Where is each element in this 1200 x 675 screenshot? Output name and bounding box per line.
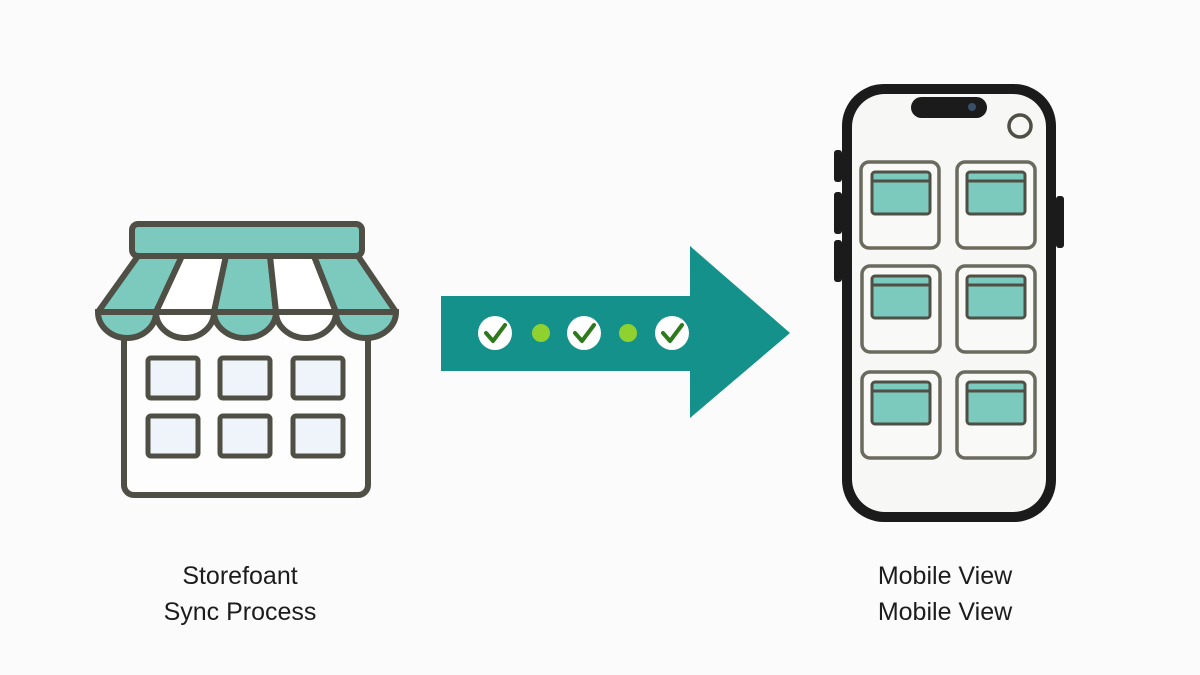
- store-window: [145, 355, 201, 401]
- product-card-grid: [859, 160, 1037, 460]
- storefront-caption-line2: Sync Process: [163, 598, 317, 626]
- storefront-caption: Storefoant Sync Process: [110, 558, 370, 630]
- awning-scallops: [94, 309, 400, 341]
- awning-scallop: [210, 309, 280, 341]
- camera-icon: [968, 103, 976, 111]
- mobile-caption-line1: Mobile View: [877, 562, 1013, 590]
- mobile-caption: Mobile View Mobile View: [815, 558, 1075, 630]
- phone-side-button: [834, 240, 842, 282]
- storefront-caption-line1: Storefoant: [182, 562, 298, 590]
- progress-dot: [619, 324, 637, 342]
- product-card: [955, 264, 1037, 354]
- status-circle-icon: [1007, 113, 1033, 139]
- check-icon: [655, 316, 689, 350]
- awning-scallop: [94, 309, 160, 341]
- phone-side-button: [834, 150, 842, 182]
- store-windows: [145, 355, 346, 459]
- storefront-icon: [94, 221, 400, 498]
- store-window: [217, 413, 273, 459]
- product-card: [859, 160, 941, 250]
- phone-side-button: [1056, 196, 1064, 248]
- mobile-caption-line2: Mobile View: [877, 598, 1013, 626]
- arrow-shape: [441, 246, 790, 418]
- progress-dot: [532, 324, 550, 342]
- phone-notch: [911, 97, 987, 118]
- awning-top-bar: [129, 221, 365, 259]
- awning-scallop: [152, 309, 218, 341]
- phone-side-button: [834, 192, 842, 234]
- store-window: [290, 413, 346, 459]
- product-card: [860, 264, 942, 354]
- awning-scallop: [272, 309, 340, 341]
- store-window: [217, 355, 273, 401]
- product-card: [955, 370, 1037, 460]
- store-window: [290, 355, 346, 401]
- product-card: [860, 370, 942, 460]
- awning-stripe: [211, 253, 279, 315]
- awning-scallop: [332, 309, 400, 341]
- product-card: [955, 160, 1037, 250]
- check-icon: [567, 316, 601, 350]
- sync-arrow-icon: [441, 246, 790, 418]
- check-icon: [478, 316, 512, 350]
- store-window: [145, 413, 201, 459]
- smartphone-icon: [834, 84, 1064, 522]
- awning-stripes: [95, 253, 399, 315]
